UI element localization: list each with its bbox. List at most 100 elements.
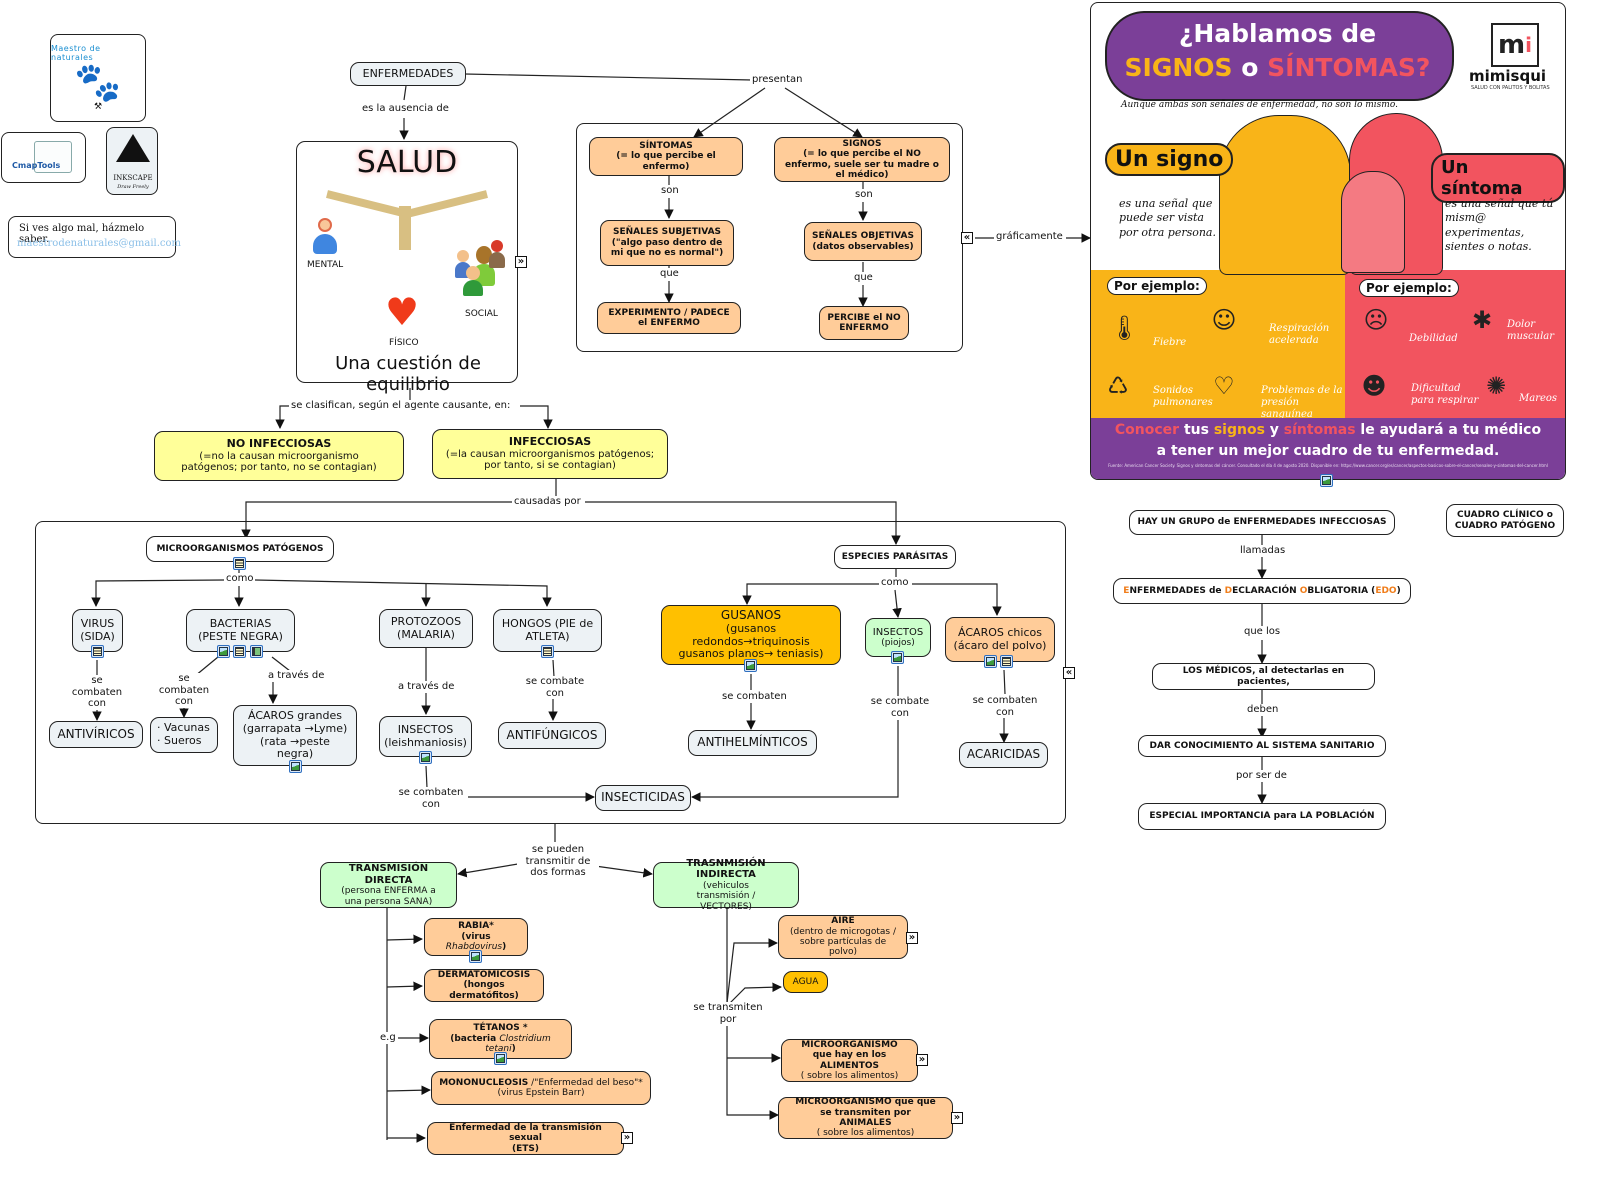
node-microorganismos[interactable]: MICROORGANISMOS PATÓGENOS [146,536,334,562]
node-senales-subjetivas[interactable]: SEÑALES SUBJETIVAS ("algo paso dentro de… [600,220,734,266]
tetanos-title: TÉTANOS * [473,1023,528,1034]
node-ets[interactable]: Enfermedad de la transmisión sexual (ETS… [427,1122,624,1155]
rabia-sub-species: Rhabdovirus [445,942,503,953]
resource-document-icon[interactable] [1000,655,1013,668]
node-medicos[interactable]: LOS MÉDICOS, al detectarlas en pacientes… [1152,663,1375,690]
link-label-son-2: son [853,189,875,201]
node-edo[interactable]: ENFERMEDADES de DECLARACIÓN OBLIGATORIA … [1113,578,1411,604]
node-alimentos[interactable]: MICROORGANISMO que hay en los ALIMENTOS … [781,1039,918,1082]
node-insecticidas[interactable]: INSECTICIDAS [595,785,691,811]
un-signo-description: es una señal que puede ser vista por otr… [1119,197,1216,239]
resource-image-icon[interactable] [494,1052,507,1065]
node-virus[interactable]: VIRUS (SIDA) [72,609,123,652]
edo-text: ENFERMEDADES de DECLARACIÓN OBLIGATORIA … [1123,586,1400,596]
infographic-signos-sintomas[interactable]: ¿Hablamos de SIGNOS o SÍNTOMAS? Aunque a… [1090,2,1566,480]
inkscape-logo[interactable]: INKSCAPE Draw Freely [106,127,158,195]
node-grupo-infecciosas[interactable]: HAY UN GRUPO de ENFERMEDADES INFECCIOSAS [1129,510,1395,535]
node-mononucleosis[interactable]: MONONUCLEOSIS /"Enfermedad del beso"* (v… [431,1071,651,1105]
node-agua[interactable]: AGUA [783,971,828,993]
resource-document-icon[interactable] [233,645,246,658]
node-senales-objetivas[interactable]: SEÑALES OBJETIVAS (datos observables) [804,222,922,261]
node-no-infecciosas[interactable]: NO INFECCIOSAS (=no la causan microorgan… [154,431,404,481]
resource-image-icon[interactable] [289,760,302,773]
un-sintoma-heading: Un síntoma [1431,153,1565,203]
node-transmision-directa[interactable]: TRANSMISIÓN DIRECTA (persona ENFERMA a u… [320,862,457,908]
resource-document-icon[interactable] [91,645,104,658]
weak-person-icon: ☹ [1363,306,1389,334]
expand-submap-icon[interactable]: » [906,932,918,944]
insectos-piojos-sub: (piojos) [881,638,915,649]
node-antiviricos[interactable]: ANTIVÍRICOS [49,721,143,748]
expand-submap-icon[interactable]: » [916,1054,928,1066]
node-experimento[interactable]: EXPERIMENTO / PADECE el ENFERMO [597,302,741,334]
expand-submap-icon[interactable]: » [515,256,527,268]
node-rabia[interactable]: RABIA* (virus Rhabdovirus) [424,918,528,956]
node-gusanos[interactable]: GUSANOS (gusanos redondos→triquinosis gu… [661,605,841,665]
node-acaros-grandes[interactable]: ÁCAROS grandes (garrapata →Lyme) (rata →… [233,705,357,766]
example-respiracion: Respiración acelerada [1269,323,1330,346]
expand-submap-icon[interactable]: » [951,1112,963,1124]
node-antifungicos[interactable]: ANTIFÚNGICOS [498,722,606,749]
por-ejemplo-signos: Por ejemplo: [1107,277,1207,295]
feedback-text: Si ves algo mal, házmelo saber. [19,223,145,245]
link-label-es-la-ausencia: es la ausencia de [360,103,451,115]
resource-image-icon[interactable] [1320,474,1333,487]
link-label-se-combaten-gusanos: se combaten [720,691,789,703]
example-dolor: Dolor muscular [1507,319,1555,342]
cmap-nodes-icon [34,141,72,173]
node-sintomas[interactable]: SÍNTOMAS (= lo que percibe el enfermo) [589,137,743,176]
maestro-de-naturales-logo[interactable]: Maestro de naturales 🐾 ⚒ [50,34,146,122]
dermatomicosis-sub: (hongos dermatófitos) [449,980,519,1001]
collapse-submap-icon[interactable]: « [961,232,973,244]
cmaptools-logo[interactable]: CmapTools [1,132,86,183]
node-transmision-indirecta[interactable]: TRASNMISIÓN INDIRECTA (vehiculos transmi… [653,858,799,912]
footer-conocer: Conocer [1114,422,1180,438]
node-antihelminticos[interactable]: ANTIHELMÍNTICOS [688,730,817,756]
footer-rest: le ayudará a tu médico [1355,422,1542,438]
resource-image-icon[interactable] [984,655,997,668]
node-protozoos[interactable]: PROTOZOOS (MALARIA) [379,609,473,648]
senales-subjetivas-title: SEÑALES SUBJETIVAS [612,227,722,238]
node-signos[interactable]: SIGNOS (= lo que percibe el NO enfermo, … [774,137,950,182]
node-insectos-piojos[interactable]: INSECTOS (piojos) [865,618,931,657]
resource-image-icon[interactable] [469,950,482,963]
signos-title: SIGNOS [842,138,882,149]
node-percibe[interactable]: PERCIBE el NO ENFERMO [819,306,909,340]
title-speech-bubble [1105,11,1454,101]
resource-document-icon[interactable] [541,645,554,658]
node-especies-parasitas[interactable]: ESPECIES PARÁSITAS [834,545,956,569]
node-cuadro-clinico[interactable]: CUADRO CLÍNICO o CUADRO PATÓGENO [1446,504,1564,537]
dermatomicosis-title: DERMATOMICOSIS [437,969,531,980]
node-infecciosas[interactable]: INFECCIOSAS (=la causan microorganismos … [432,429,668,479]
feedback-email-link[interactable]: maestrodenaturales@gmail.com [17,238,182,249]
collapse-submap-icon[interactable]: « [1063,667,1075,679]
mononucleosis-alias: /"Enfermedad del beso"* [528,1077,643,1088]
node-enfermedades[interactable]: ENFERMEDADES [350,62,466,86]
resource-document-icon[interactable] [233,557,246,570]
indirecta-sub: (vehiculos transmisión / VECTORES) [696,880,756,912]
resource-image-icon[interactable] [217,645,230,658]
node-acaricidas[interactable]: ACARICIDAS [959,742,1048,768]
node-dar-conocimiento[interactable]: DAR CONOCIMIENTO AL SISTEMA SANITARIO [1138,735,1386,757]
node-hongos[interactable]: HONGOS (PIE de ATLETA) [493,609,602,652]
senales-objetivas-title: SEÑALES OBJETIVAS [812,231,914,242]
resource-video-icon[interactable] [250,645,263,658]
node-vacunas-sueros[interactable]: · Vacunas · Sueros [150,717,218,753]
node-bacterias[interactable]: BACTERIAS (PESTE NEGRA) [186,609,295,652]
footer-line1: Conocer tus signos y síntomas le ayudará… [1091,422,1565,438]
node-salud[interactable]: SALUD MENTAL ♥ FÍSICO SOCIAL Una cuestió… [296,141,518,395]
resource-image-icon[interactable] [891,651,904,664]
node-aire[interactable]: AIRE (dentro de microgotas / sobre partí… [778,915,908,959]
no-infecciosas-title: NO INFECCIOSAS [226,437,332,451]
feedback-box: Si ves algo mal, házmelo saber. maestrod… [8,216,181,258]
node-animales[interactable]: MICROORGANISMO que que se transmiten por… [778,1097,953,1139]
node-dermatomicosis[interactable]: DERMATOMICOSIS (hongos dermatófitos) [424,969,544,1002]
node-insectos-leishmaniosis[interactable]: INSECTOS (leishmaniosis) [379,716,472,757]
node-especial-importancia[interactable]: ESPECIAL IMPORTANCIA para LA POBLACIÓN [1138,803,1386,830]
resource-image-icon[interactable] [744,659,757,672]
link-label-eg: e.g [378,1032,398,1044]
resource-image-icon[interactable] [419,751,432,764]
example-presion: Problemas de la presión sanguínea [1261,385,1343,420]
gusanos-sub: (gusanos redondos→triquinosis gusanos pl… [678,621,824,661]
expand-submap-icon[interactable]: » [621,1132,633,1144]
